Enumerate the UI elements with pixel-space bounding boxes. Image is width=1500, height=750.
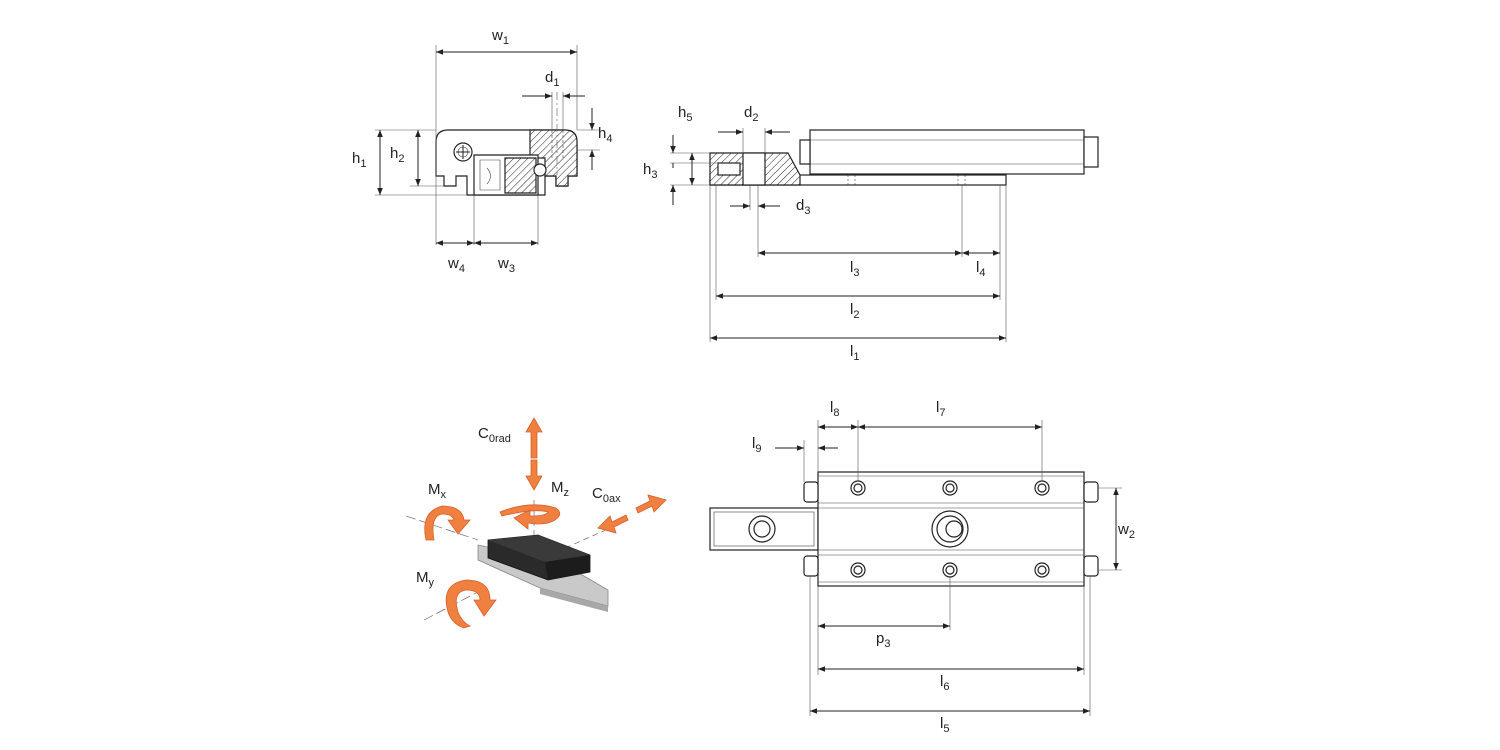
- rail-profile-curve: [486, 167, 491, 185]
- label-h2: h2: [390, 145, 404, 165]
- carriage-3d-front: [545, 555, 590, 580]
- label-l7: l7: [936, 399, 945, 419]
- label-mx: Mx: [428, 481, 447, 501]
- c0ax-arrow-right: [635, 494, 667, 514]
- label-w2: w2: [1117, 521, 1135, 541]
- label-l9: l9: [752, 435, 761, 455]
- label-c0rad: C0rad: [478, 425, 511, 445]
- label-mz: Mz: [551, 479, 569, 499]
- x-axis-line: [405, 515, 479, 541]
- hidden-holes: [847, 175, 966, 185]
- end-tab: [1083, 481, 1099, 503]
- end-tab: [803, 555, 819, 577]
- side-endcap-right: [1083, 136, 1099, 168]
- label-l2: l2: [850, 301, 859, 321]
- side-view: h5 d2 h3 d3 l3 l4 l2 l1: [643, 104, 1099, 363]
- label-d1: d1: [545, 69, 559, 89]
- front-section-view: w1 d1 h4 h1 h2 w4 w3: [352, 27, 612, 275]
- my-rotation-arrow: [445, 579, 497, 629]
- end-piece-bore: [742, 152, 766, 186]
- rail-3d-side: [540, 588, 608, 612]
- label-l3: l3: [850, 259, 859, 279]
- mounting-holes: [850, 480, 1050, 578]
- label-h5: h5: [678, 104, 692, 124]
- label-l8: l8: [830, 399, 839, 419]
- label-l4: l4: [976, 259, 985, 279]
- label-h1: h1: [352, 150, 366, 170]
- end-tab: [803, 481, 819, 503]
- side-carriage: [809, 129, 1085, 175]
- mx-rotation-arrow: [424, 505, 471, 541]
- rolling-ball: [533, 163, 547, 177]
- c0ax-arrow-left: [597, 514, 629, 534]
- rail-hole-inner: [753, 520, 771, 538]
- label-d2: d2: [744, 104, 758, 124]
- end-tab: [1083, 555, 1099, 577]
- label-c0ax: C0ax: [592, 485, 621, 505]
- c0rad-up-arrow: [525, 417, 543, 459]
- mz-rotation-arrow: [499, 504, 561, 530]
- label-my: My: [416, 569, 435, 589]
- top-view: l8 l7 l9 w2 p3 l6 l5: [709, 399, 1135, 735]
- label-l5: l5: [940, 715, 949, 735]
- end-piece-screw: [717, 162, 741, 176]
- label-h4: h4: [598, 125, 612, 145]
- label-w3: w3: [497, 255, 515, 275]
- carriage-3d-top: [488, 535, 590, 562]
- top-rail-inner: [713, 511, 815, 547]
- side-endcap-left: [799, 139, 811, 165]
- label-l6: l6: [940, 673, 949, 693]
- label-l1: l1: [850, 343, 859, 363]
- load-diagram: C0rad Mz C0ax Mx My: [405, 417, 667, 629]
- label-h3: h3: [643, 161, 657, 181]
- rail-section-hatch: [504, 157, 537, 194]
- label-p3: p3: [876, 630, 890, 650]
- label-w1: w1: [491, 27, 509, 47]
- c0rad-down-arrow: [525, 459, 543, 491]
- label-d3: d3: [796, 197, 810, 217]
- rail-groove: [479, 159, 501, 191]
- center-bore-inner: [945, 520, 963, 538]
- ax-axis-line: [564, 529, 607, 549]
- carriage-section-hatch: [529, 129, 578, 187]
- label-w4: w4: [447, 255, 465, 275]
